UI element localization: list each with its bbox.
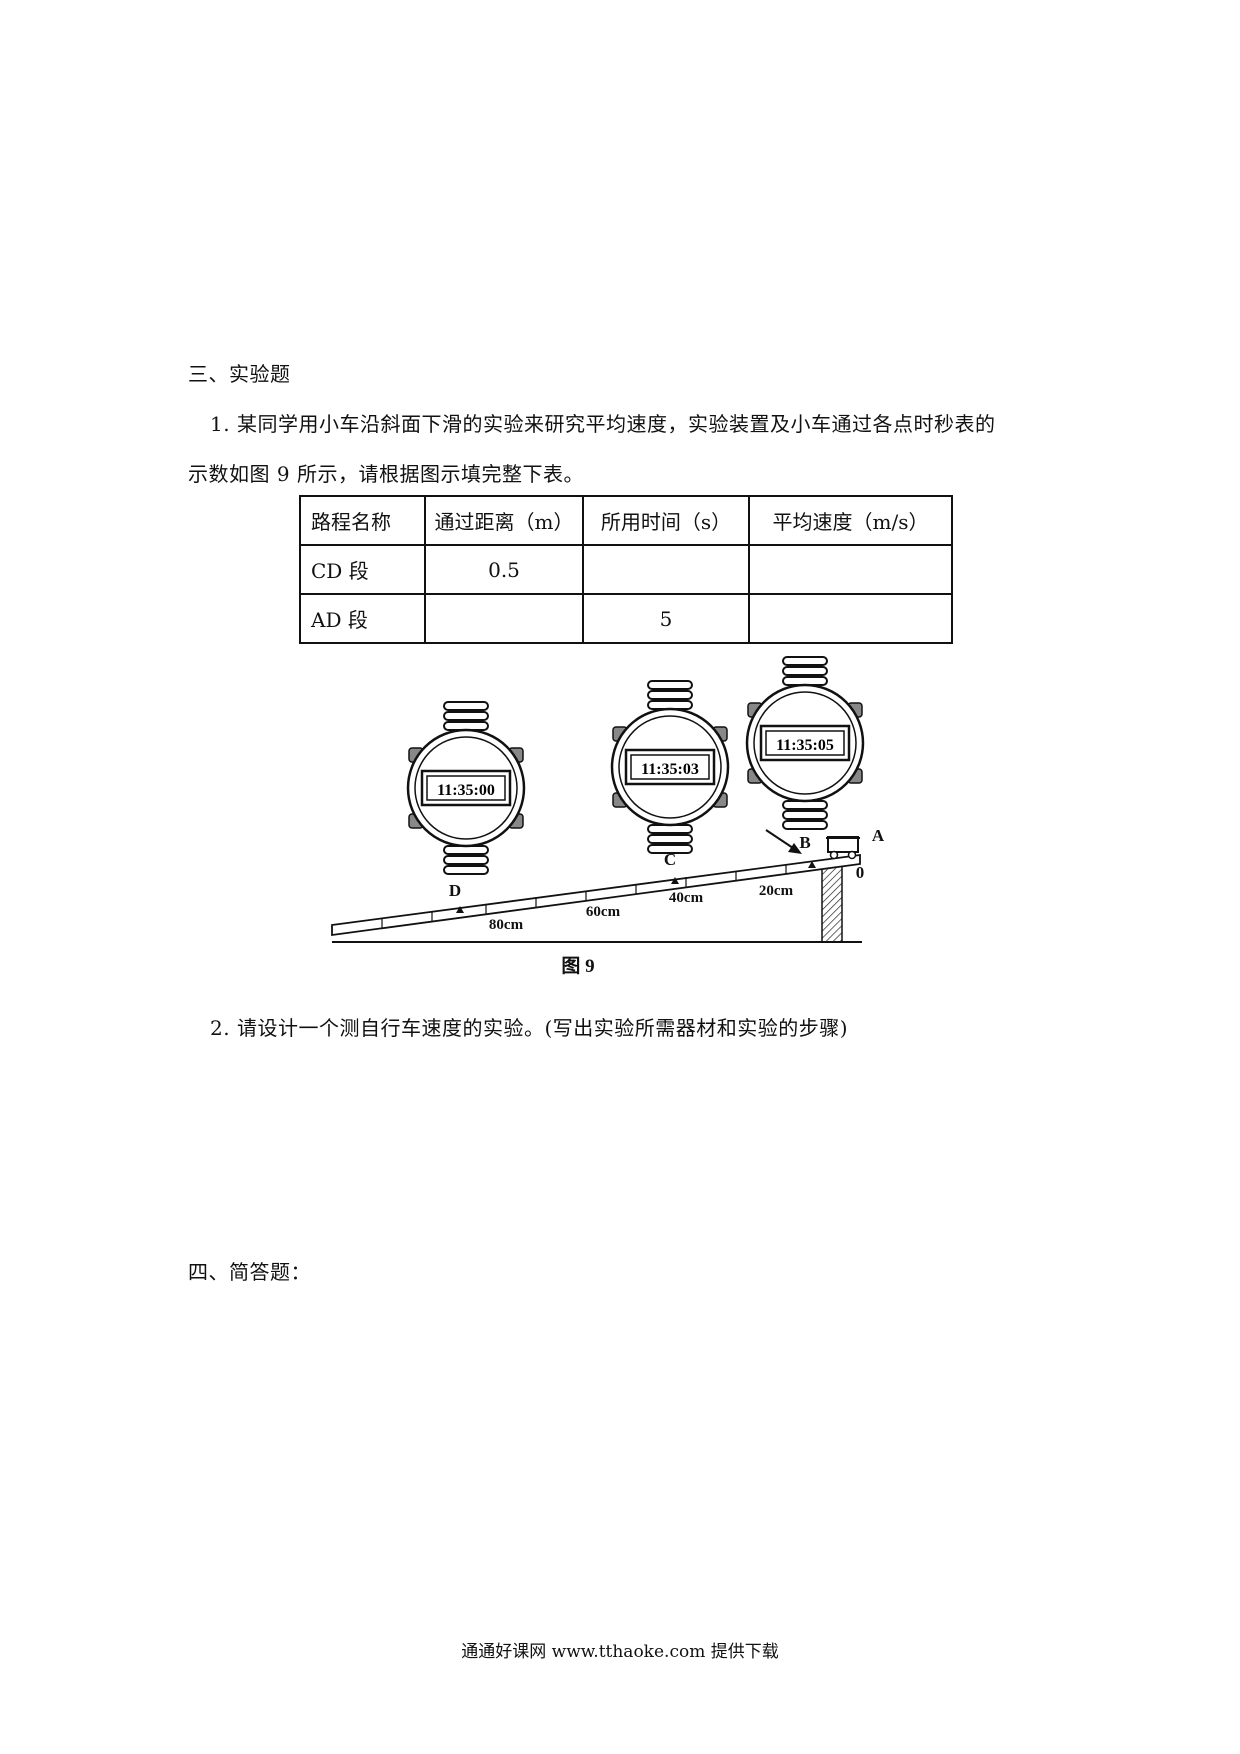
table-cell: AD 段: [299, 593, 426, 644]
figure-caption: 图 9: [561, 955, 594, 977]
question-1-line-2: 示数如图 9 所示，请根据图示填完整下表。: [188, 462, 584, 486]
table-row: AD 段 5: [299, 593, 953, 644]
board-tick-marks: [381, 864, 787, 928]
table-cell: [748, 593, 953, 644]
label-distance-40cm: 40cm: [669, 890, 704, 906]
label-point-a: A: [872, 826, 885, 845]
label-point-d: D: [449, 881, 461, 900]
table-cell: [582, 544, 750, 595]
support-block: [821, 862, 843, 943]
table-header-row: 路程名称 通过距离（m） 所用时间（s） 平均速度（m/s）: [299, 495, 953, 546]
label-point-c: C: [664, 850, 676, 869]
table-cell: 5: [582, 593, 750, 644]
point-marker-c: [671, 877, 679, 884]
label-distance-80cm: 80cm: [489, 917, 524, 933]
label-distance-20cm: 20cm: [759, 883, 794, 899]
section-heading-experiment: 三、实验题: [188, 362, 291, 386]
section-heading-short-answer: 四、简答题：: [188, 1260, 311, 1284]
figure-9-incline-diagram: 11:35:00 11:35:03 11:35:05: [331, 655, 885, 977]
label-distance-60cm: 60cm: [586, 904, 621, 920]
table-header-cell: 通过距离（m）: [424, 495, 584, 546]
table-cell: [748, 544, 953, 595]
cart-icon: [826, 836, 860, 860]
stopwatch-c: 11:35:03: [610, 679, 730, 855]
page-footer: 通通好课网 www.tthaoke.com 提供下载: [461, 1642, 779, 1662]
table-row: CD 段 0.5: [299, 544, 953, 595]
label-point-b: B: [799, 833, 810, 852]
label-zero: 0: [856, 863, 865, 882]
table-cell: [424, 593, 584, 644]
table-header-cell: 平均速度（m/s）: [748, 495, 953, 546]
stopwatch-a: 11:35:05: [745, 655, 865, 831]
table-cell: 0.5: [424, 544, 584, 595]
stopwatch-readout: 11:35:05: [776, 737, 834, 754]
table-cell: CD 段: [299, 544, 426, 595]
table-header-cell: 所用时间（s）: [582, 495, 750, 546]
incline-board: [331, 853, 861, 937]
question-2: 2. 请设计一个测自行车速度的实验。(写出实验所需器材和实验的步骤): [210, 1016, 849, 1040]
table-header-cell: 路程名称: [299, 495, 426, 546]
stopwatch-readout: 11:35:00: [437, 782, 495, 799]
arrow-to-b-icon: [765, 829, 802, 854]
stopwatch-readout: 11:35:03: [641, 761, 699, 778]
stopwatch-d: 11:35:00: [406, 700, 526, 876]
answer-table: 路程名称 通过距离（m） 所用时间（s） 平均速度（m/s） CD 段 0.5 …: [299, 495, 953, 644]
point-marker-b: [808, 861, 816, 868]
point-marker-d: [456, 906, 464, 913]
question-1-line-1: 1. 某同学用小车沿斜面下滑的实验来研究平均速度，实验装置及小车通过各点时秒表的: [210, 412, 996, 436]
